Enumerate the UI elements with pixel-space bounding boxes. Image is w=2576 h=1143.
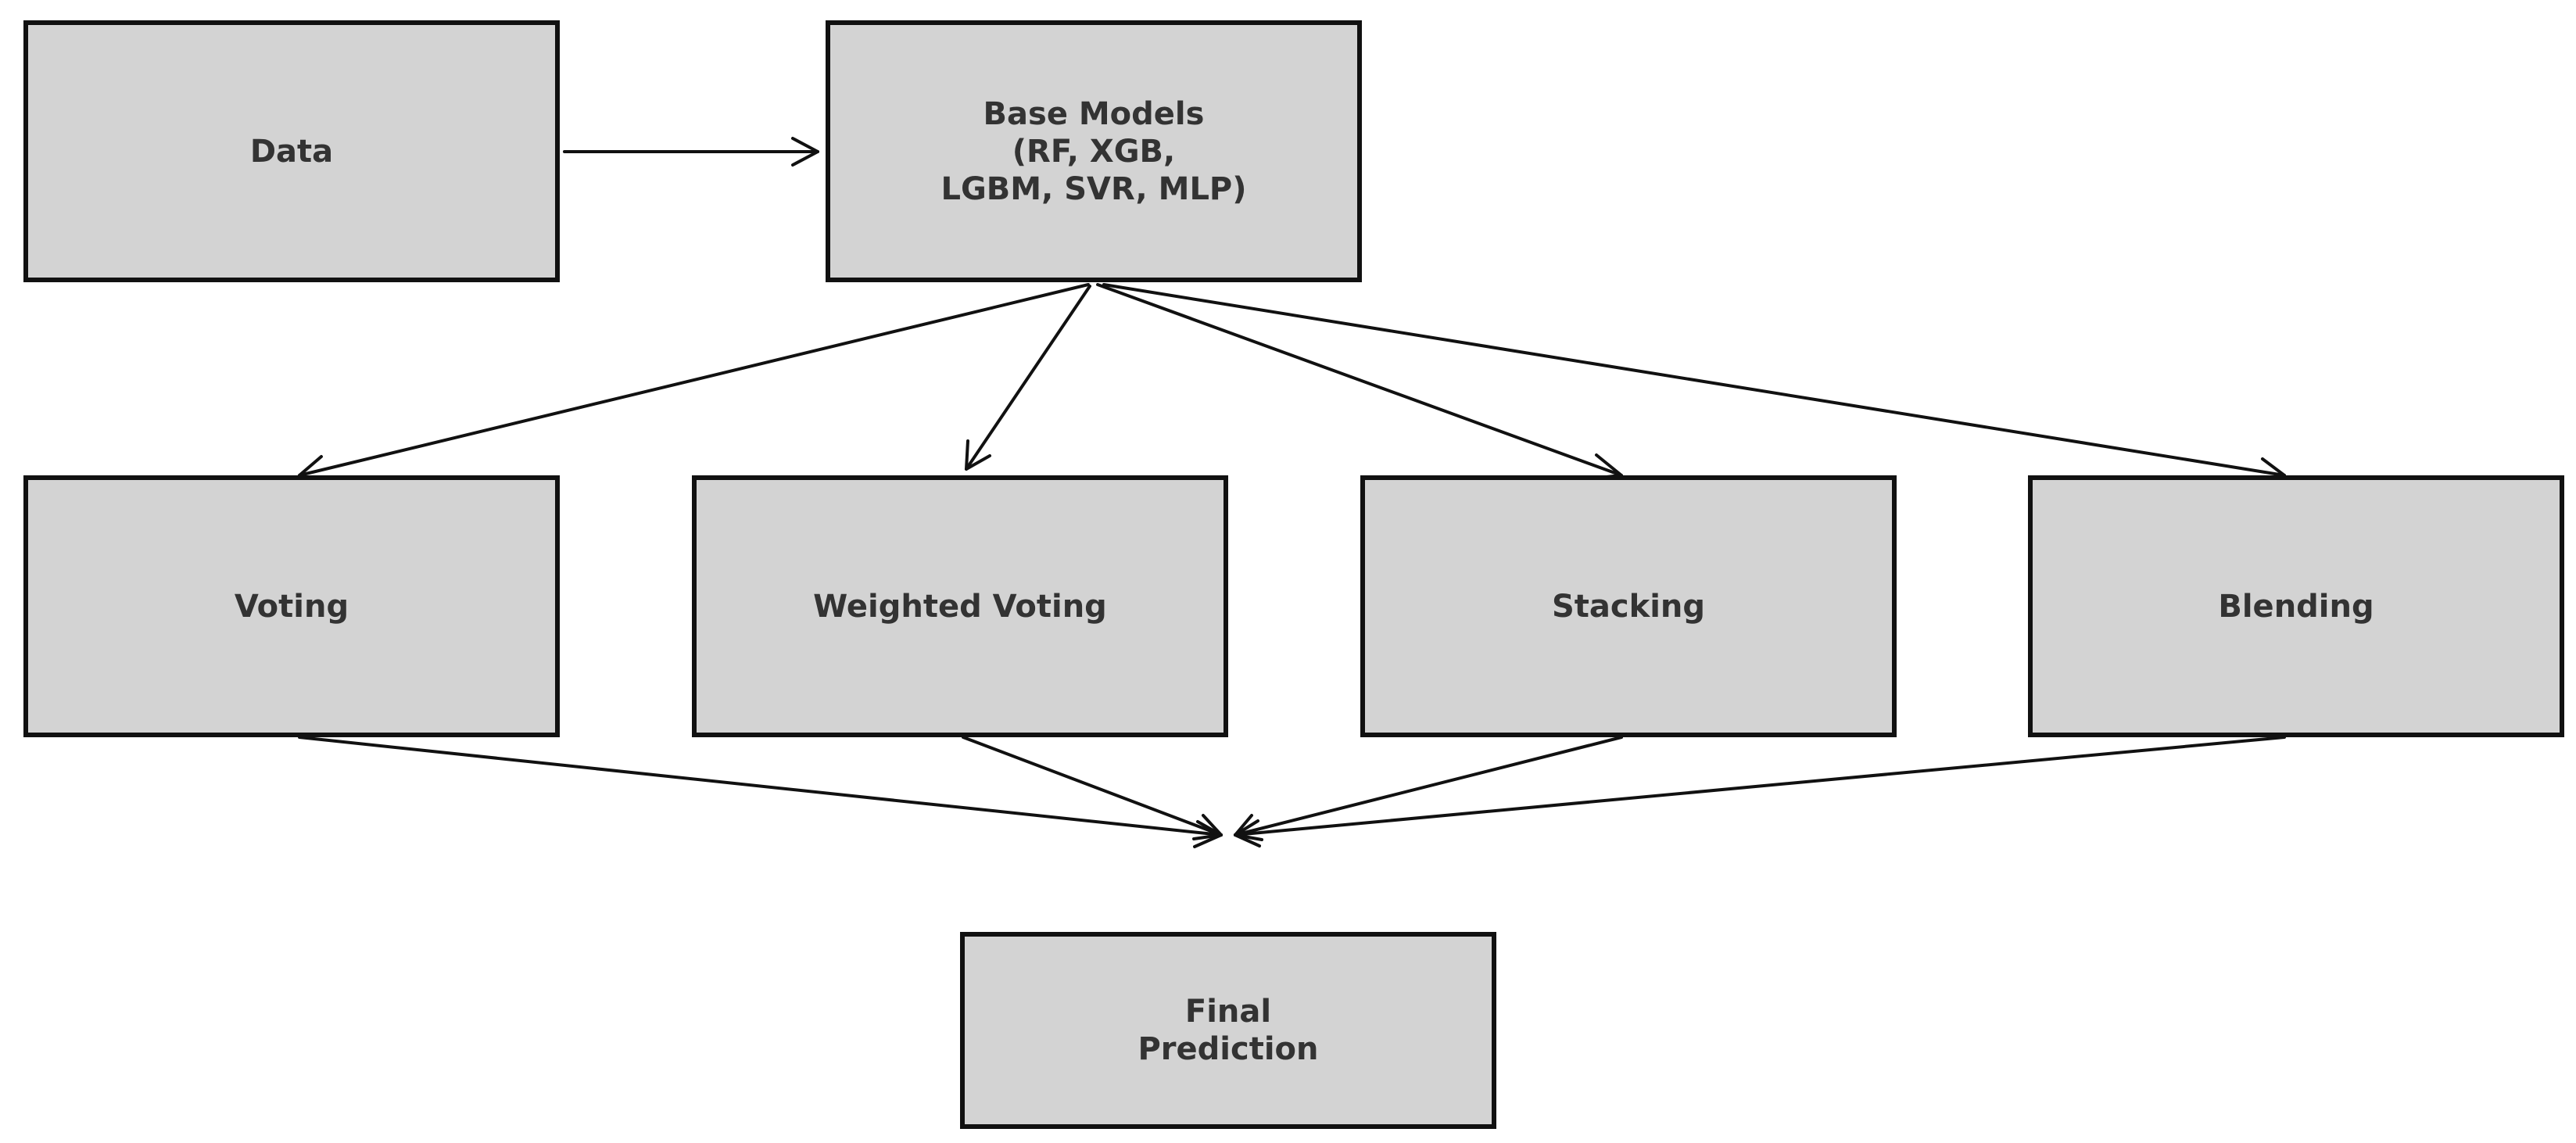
arrow-base-models-to-stacking bbox=[1096, 283, 1623, 477]
arrowhead-icon bbox=[791, 137, 819, 167]
node-final-prediction-label: Final Prediction bbox=[1138, 994, 1319, 1067]
arrow-base-models-to-weighted-voting bbox=[965, 285, 1091, 471]
node-blending: Blending bbox=[2028, 475, 2564, 737]
node-blending-label: Blending bbox=[2218, 588, 2374, 625]
arrow-stacking-to-final bbox=[1234, 736, 1623, 837]
arrow-voting-to-final bbox=[298, 736, 1223, 837]
arrowhead-icon bbox=[1234, 819, 1261, 847]
arrowhead-icon bbox=[965, 439, 991, 471]
node-weighted-voting-label: Weighted Voting bbox=[813, 588, 1107, 625]
arrow-blending-to-final bbox=[1234, 736, 2286, 837]
node-stacking: Stacking bbox=[1360, 475, 1897, 737]
node-base-models-label: Base Models (RF, XGB, LGBM, SVR, MLP) bbox=[940, 95, 1247, 207]
arrowhead-icon bbox=[1192, 814, 1223, 840]
node-final-prediction: Final Prediction bbox=[960, 932, 1496, 1129]
node-base-models: Base Models (RF, XGB, LGBM, SVR, MLP) bbox=[826, 20, 1362, 282]
arrow-base-models-to-blending bbox=[1102, 283, 2286, 477]
node-data-label: Data bbox=[249, 133, 334, 170]
node-voting: Voting bbox=[23, 475, 560, 737]
node-stacking-label: Stacking bbox=[1551, 588, 1706, 625]
node-data: Data bbox=[23, 20, 560, 282]
node-voting-label: Voting bbox=[234, 588, 349, 625]
arrow-weighted-voting-to-final bbox=[962, 736, 1223, 837]
node-weighted-voting: Weighted Voting bbox=[692, 475, 1228, 737]
arrow-base-models-to-voting bbox=[298, 283, 1090, 477]
